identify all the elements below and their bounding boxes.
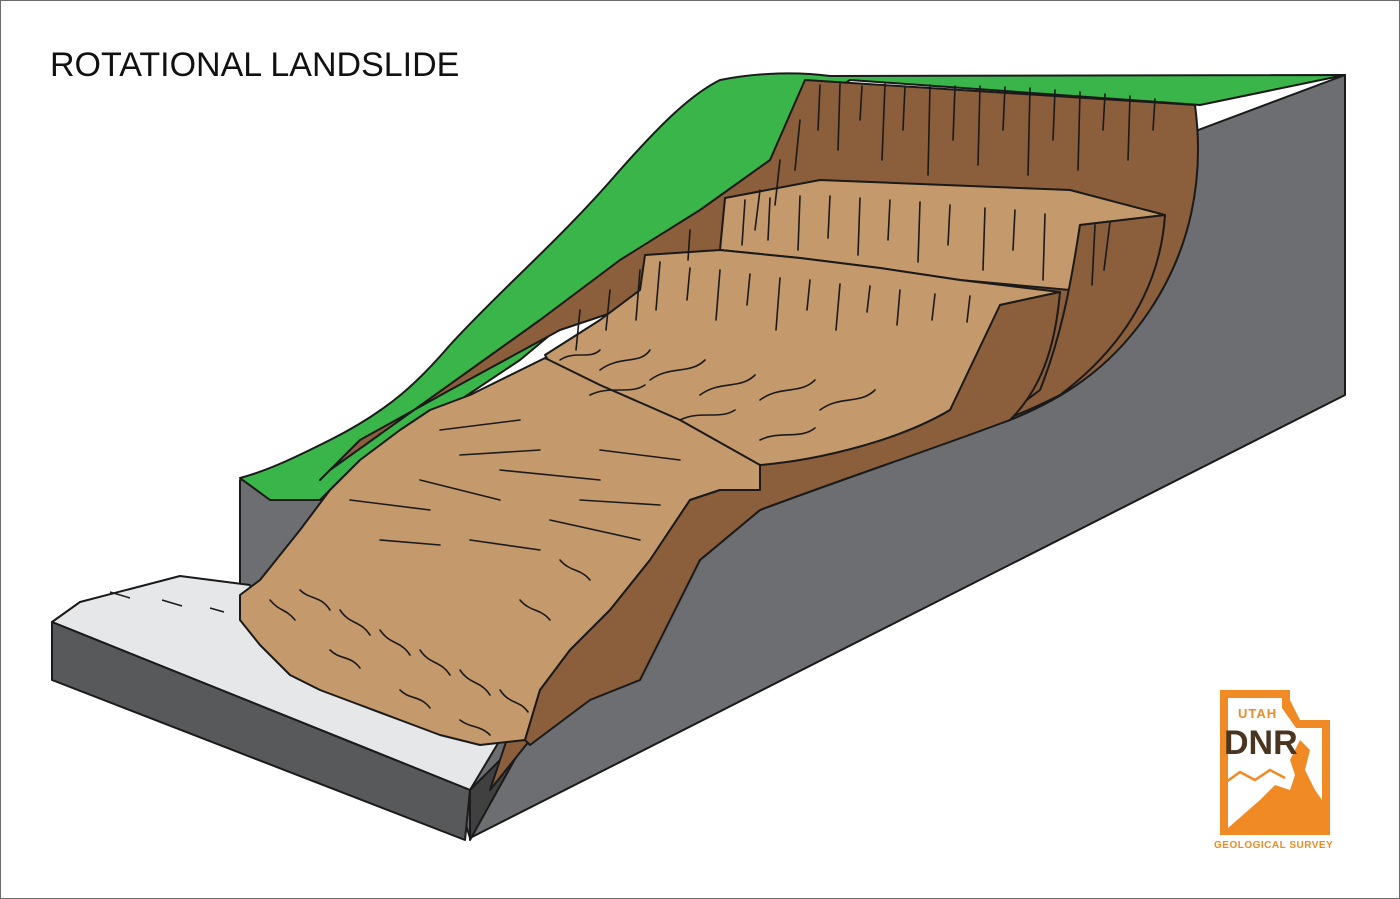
upper-slump-face (999, 214, 1166, 421)
slump-hatching (655, 195, 1111, 331)
utah-dnr-logo (1220, 690, 1330, 835)
scarp-hatching (575, 83, 1156, 351)
grass-hillside (239, 72, 1346, 501)
diagram-title: ROTATIONAL LANDSLIDE (50, 46, 460, 84)
toe-side-face (524, 291, 1061, 746)
logo-main-text: DNR (1224, 724, 1298, 762)
flow-texture (269, 349, 876, 736)
utah-state-outline (1220, 690, 1330, 835)
logo-top-text: UTAH (1238, 706, 1278, 721)
logo-bottom-text: GEOLOGICAL SURVEY (1214, 840, 1334, 851)
mountain-line (1221, 768, 1286, 787)
rock-formation-silhouette (1228, 740, 1322, 828)
road-front (51, 621, 471, 841)
landslide-toe (239, 357, 761, 746)
